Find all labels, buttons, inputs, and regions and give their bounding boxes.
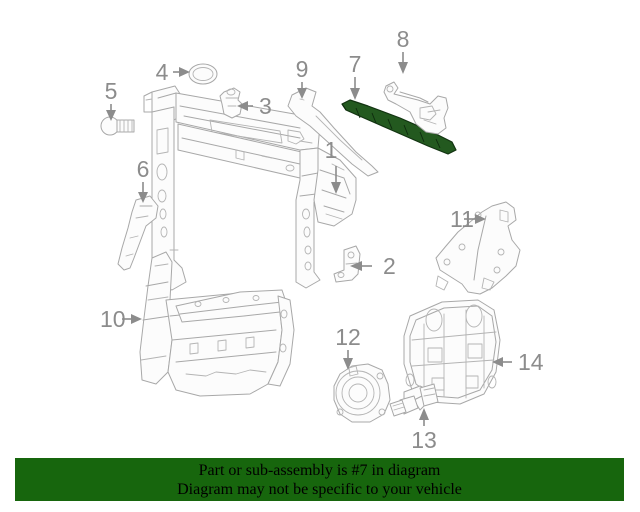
callout-label-3: 3 [259, 93, 272, 119]
part-12-fog-lamp-assembly [333, 363, 391, 423]
callout-label-7: 7 [349, 51, 362, 77]
part-6-side-brace [117, 195, 159, 271]
part-8-hood-latch-assembly [383, 81, 449, 135]
callout-label-8: 8 [397, 26, 410, 52]
part-9-air-deflector-upper [287, 87, 379, 177]
callout-label-12: 12 [335, 324, 361, 350]
part-5-bolt-screw [100, 116, 135, 136]
banner-line-part-number: Part or sub-assembly is #7 in diagram [198, 461, 441, 479]
callout-label-4: 4 [156, 59, 169, 85]
info-banner: Part or sub-assembly is #7 in diagram Di… [15, 458, 624, 501]
part-1-radiator-support-assembly [143, 85, 357, 291]
callout-label-6: 6 [137, 156, 150, 182]
callout-label-14: 14 [518, 349, 544, 375]
callout-label-9: 9 [296, 56, 309, 82]
callout-label-5: 5 [105, 78, 118, 104]
part-4-grommet [188, 63, 218, 85]
callout-label-2: 2 [383, 253, 396, 279]
callout-label-10: 10 [100, 306, 126, 332]
part-2-mounting-bracket [333, 245, 361, 283]
part-11-splash-shield [435, 201, 521, 295]
callout-label-13: 13 [411, 427, 437, 453]
callout-leaders [106, 52, 512, 426]
callout-label-1: 1 [325, 137, 338, 163]
part-13-fog-lamp-bulb [389, 383, 439, 417]
part-10-lower-air-deflector [139, 251, 295, 397]
callout-labels: 1 2 3 4 5 6 7 8 9 10 11 12 13 14 [100, 26, 544, 453]
banner-line-disclaimer: Diagram may not be specific to your vehi… [177, 480, 462, 498]
callout-label-11: 11 [450, 206, 474, 232]
part-7-bumper-reinforcement-beam [341, 99, 457, 155]
part-3-retainer-clip [219, 87, 243, 119]
